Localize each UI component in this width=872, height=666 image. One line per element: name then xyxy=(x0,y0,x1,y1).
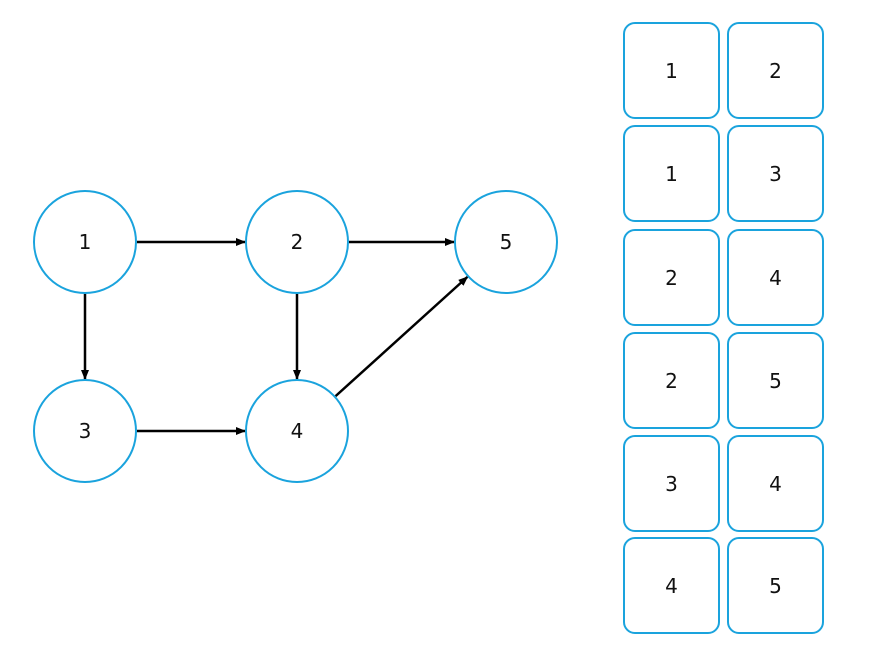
node-label: 4 xyxy=(291,419,304,443)
edge-arrow-4-5 xyxy=(334,275,469,398)
graph-node-5: 5 xyxy=(454,190,558,294)
directed-graph: 1 2 3 4 5 xyxy=(33,190,558,483)
edge-row-4: 2 5 xyxy=(623,332,829,432)
edge-to-cell: 5 xyxy=(727,332,824,429)
nodes-layer: 1 2 3 4 5 xyxy=(33,190,558,483)
node-label: 5 xyxy=(500,230,513,254)
node-label: 2 xyxy=(291,230,304,254)
edge-row-6: 4 5 xyxy=(623,537,829,637)
edges-layer xyxy=(81,238,469,435)
edge-to-cell: 4 xyxy=(727,229,824,326)
node-circle xyxy=(33,379,137,483)
graph-node-2: 2 xyxy=(245,190,349,294)
edge-row-5: 3 4 xyxy=(623,435,829,535)
node-circle xyxy=(245,379,349,483)
edge-from-cell: 1 xyxy=(623,22,720,119)
node-circle xyxy=(454,190,558,294)
edge-from-cell: 2 xyxy=(623,229,720,326)
node-label: 1 xyxy=(79,230,92,254)
graph-node-3: 3 xyxy=(33,379,137,483)
edge-to-cell: 2 xyxy=(727,22,824,119)
edge-row-3: 2 4 xyxy=(623,229,829,329)
edge-row-2: 1 3 xyxy=(623,125,829,225)
node-label: 3 xyxy=(79,419,92,443)
edge-from-cell: 4 xyxy=(623,537,720,634)
edge-from-cell: 3 xyxy=(623,435,720,532)
edge-from-cell: 2 xyxy=(623,332,720,429)
graph-node-4: 4 xyxy=(245,379,349,483)
edge-to-cell: 3 xyxy=(727,125,824,222)
edge-from-cell: 1 xyxy=(623,125,720,222)
edge-row-1: 1 2 xyxy=(623,22,829,122)
edge-to-cell: 5 xyxy=(727,537,824,634)
graph-node-1: 1 xyxy=(33,190,137,294)
edge-to-cell: 4 xyxy=(727,435,824,532)
node-circle xyxy=(245,190,349,294)
node-circle xyxy=(33,190,137,294)
